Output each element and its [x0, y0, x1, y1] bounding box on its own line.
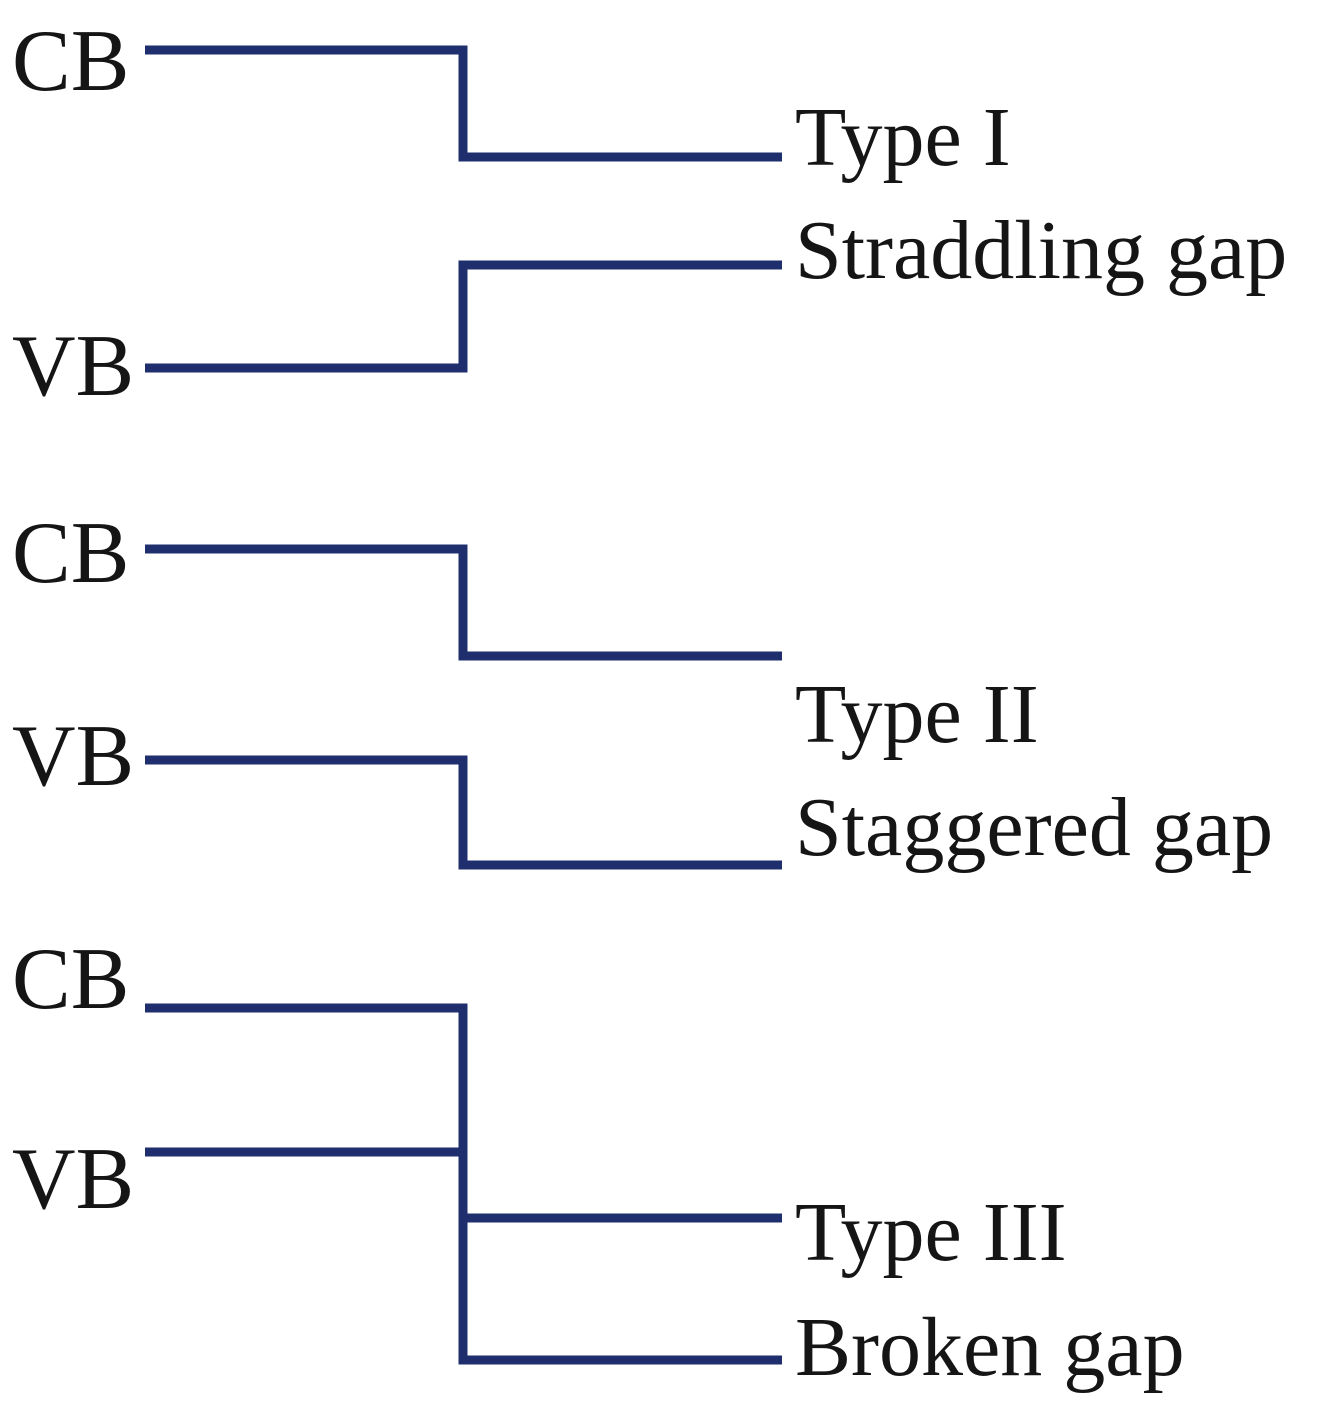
cb-label: CB: [12, 505, 129, 602]
gap-type-label: Straddling gap: [795, 204, 1287, 297]
conduction-band-line: [145, 544, 782, 661]
valence-band-line: [145, 755, 782, 870]
gap-type-label: Staggered gap: [795, 781, 1273, 874]
gap-type-label: Broken gap: [795, 1301, 1185, 1394]
cb-label: CB: [12, 13, 129, 110]
type-label: Type III: [795, 1186, 1067, 1279]
valence-band-line: [145, 260, 782, 373]
conduction-band-line: [145, 45, 782, 162]
panel-type-3: CB VB Type III Broken gap: [12, 931, 1185, 1394]
panel-type-1: CB VB Type I Straddling gap: [12, 13, 1287, 415]
vb-label: VB: [12, 1131, 134, 1228]
valence-band-line: [145, 1147, 782, 1223]
type-label: Type I: [795, 91, 1011, 184]
type-label: Type II: [795, 668, 1039, 761]
vb-label: VB: [12, 318, 134, 415]
cb-label: CB: [12, 931, 129, 1028]
vb-label: VB: [12, 708, 134, 805]
panel-type-2: CB VB Type II Staggered gap: [12, 505, 1273, 874]
